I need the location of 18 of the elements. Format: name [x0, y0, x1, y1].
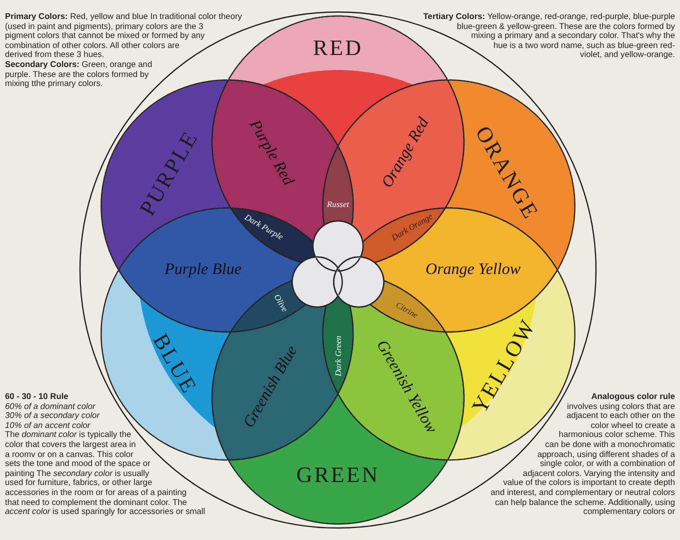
lens-segment: [320, 144, 355, 227]
rule-line: 60% of a dominant color: [5, 400, 96, 411]
blend-segment: [335, 302, 466, 462]
note-heading: 60 - 30 - 10 Rule: [5, 391, 68, 401]
note-paragraph: Primary Colors: Red, yellow and blue In traditional color theory (used in paint and pigments), primary colors are the 3 pigment colors that cannot be mixed or formed by any combination of other colors. All other colors are derived from these 3 hues.: [5, 11, 242, 60]
rule-line: 30% of a secondary color: [5, 410, 100, 420]
rule-line: 10% of an accent color: [5, 420, 90, 430]
lens-name: Dark Green: [334, 336, 342, 376]
hue-name: RED: [313, 37, 363, 59]
lens-name: Russet: [326, 200, 350, 208]
note-heading: Analogous color rule: [591, 391, 675, 401]
hue-name: GREEN: [296, 464, 380, 486]
blend-name: Orange Yellow: [426, 262, 520, 278]
note-paragraph: Secondary Colors: Green, orange and purple. These are the colors formed by mixing tthe primary colors.: [5, 58, 152, 88]
note-paragraph: involves using colors that are adjacent to each other on the color wheel to create a harmonious color scheme. This can be done with a monochromatic approach, using different shades of a single color, or with a combination of adjacent colors. Varying the intensity and value of the colors is important to create depth and interest, and complementary or neutral colors can help balance the scheme. Additionally, using complementary colors or: [490, 400, 675, 516]
note-paragraph: The dominant color is typically the color that covers the largest area in a roomv or on a canvas. This color sets the tone and mood of the space or painting The secondary color is usually used for furniture, fabrics, or other large accessories in the room or for areas of a painting that need to complement the dominant color. The accent color is used sparingly for accessories or small: [5, 429, 206, 516]
blend-name: Purple Blue: [164, 262, 242, 278]
note-paragraph: Tertiary Colors: Yellow-orange, red-orange, red-purple, blue-purple blue-green & yellow-green. These are the colors formed by mixing a primary and a secondary color. That's why the hue is a two word name, such as blue-green red-violet, and yellow-orange.: [423, 11, 675, 60]
